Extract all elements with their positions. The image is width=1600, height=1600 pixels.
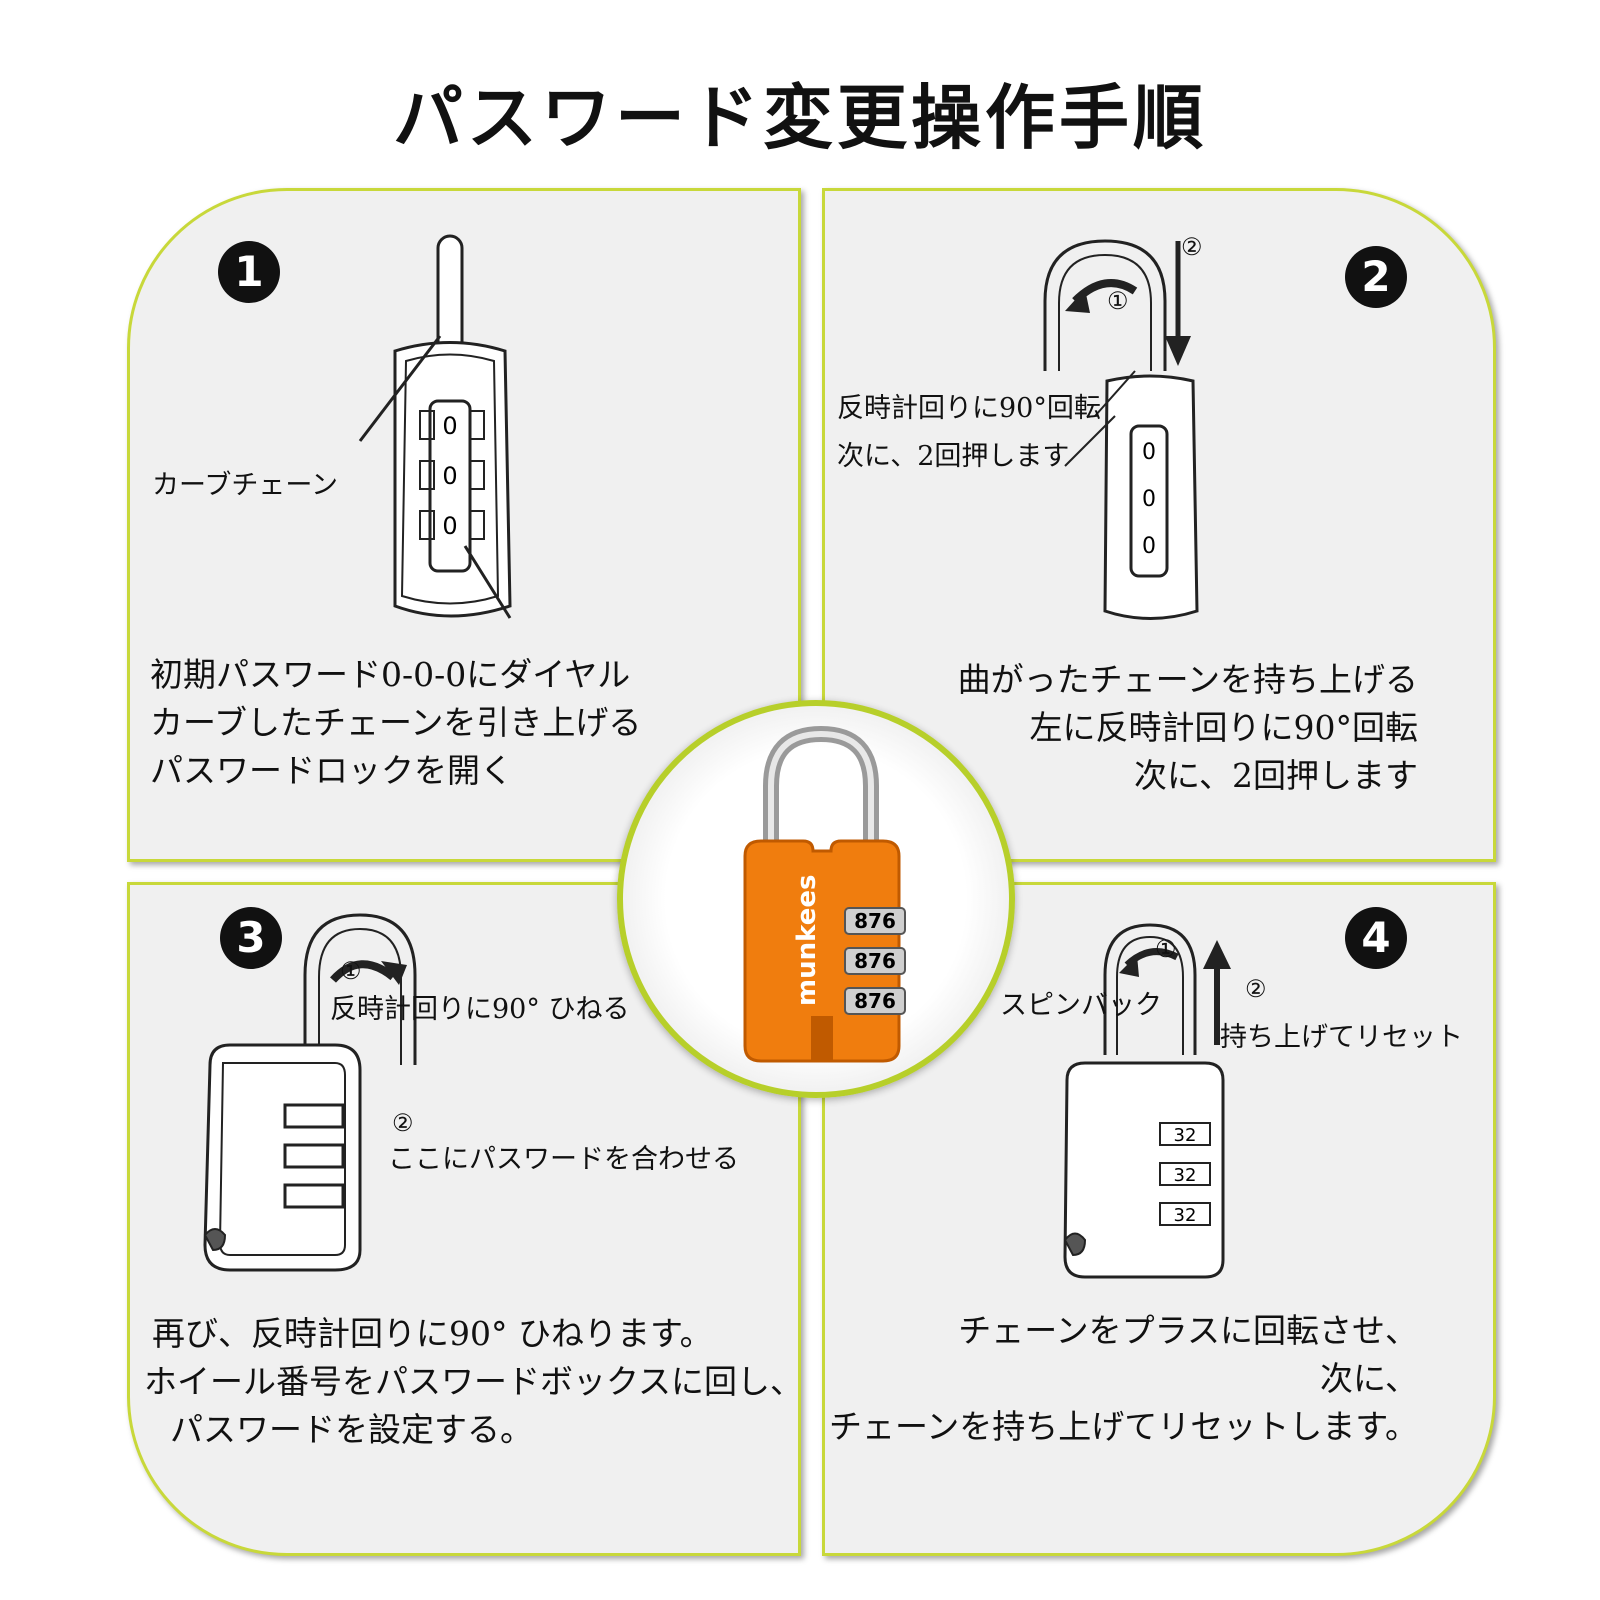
step-2-line-3: 次に、2回押します [1133,756,1418,795]
step-4-line-1: チェーンをプラスに回転させ、 [958,1311,1418,1350]
product-dial-2: 876 [854,949,896,973]
dial-2: 0 [1142,487,1156,512]
press-label: 次に、2回押します [837,441,1070,472]
dial-3: 0 [1142,534,1156,559]
step-3-panel: 3 ① 反時計回りに90° ひねる ② ここにパスワードを合わせる 再び、反時計… [127,882,804,1556]
spin-label: スピンバック [1000,990,1162,1021]
align-label: ここにパスワードを合わせる [388,1144,739,1175]
orange-padlock-image: 876 876 876 munkees [743,725,906,1063]
step-1-line-3: パスワードロックを開く [150,751,513,790]
vertical-lock-opened-illustration: 0 0 0 [1043,239,1199,620]
marker-1: ① [340,957,362,985]
dial-1: 0 [1142,440,1156,465]
step-3-number: 3 [220,907,282,969]
twist-label: 反時計回りに90° ひねる [330,994,630,1025]
product-dial-3: 876 [854,989,896,1013]
step-3-line-2: ホイール番号をパスワードボックスに回し、 [144,1362,804,1401]
step-4-line-2: 次に、 [1319,1359,1418,1398]
step-1-number: 1 [218,241,280,303]
brand-logo: munkees [792,875,822,1006]
step-2-line-1: 曲がったチェーンを持ち上げる [957,660,1418,699]
product-dial-1: 876 [854,909,896,933]
marker-2: ② [1245,975,1267,1003]
dial-1: 32 [1174,1125,1197,1146]
step-3-line-1: 再び、反時計回りに90° ひねります。 [152,1314,713,1353]
padlock-reset-illustration: 32 32 32 [1063,923,1231,1279]
dial-2: 0 [442,462,457,490]
dial-3: 32 [1174,1205,1197,1226]
step-3-line-3: パスワードを設定する。 [170,1410,533,1449]
step-1-line-2: カーブしたチェーンを引き上げる [150,703,642,742]
rotate-label: 反時計回りに90°回転 [837,393,1101,424]
dial-2: 32 [1174,1165,1197,1186]
marker-1: ① [1155,935,1177,963]
dial-1: 0 [442,412,457,440]
vertical-lock-illustration: 0 0 0 [358,234,512,619]
chain-label: カーブチェーン [152,470,339,501]
step-1-line-1: 初期パスワード0-0-0にダイヤル [150,655,631,694]
step-2-line-2: 左に反時計回りに90°回転 [1029,708,1419,747]
step-4-number: 4 [1345,907,1407,969]
step-4-line-3: チェーンを持ち上げてリセットします。 [828,1407,1418,1446]
step-1-panel: 1 0 0 0 カーブチェーン 初期パスワード0-0-0にダイヤル カーブしたチ… [127,188,801,862]
product-photo-circle: 876 876 876 munkees [617,700,1015,1098]
padlock-twist-illustration [203,913,417,1272]
step-2-number: 2 [1345,246,1407,308]
page-title: パスワード変更操作手順 [393,76,1207,159]
marker-2: ② [1181,233,1203,261]
marker-1: ① [1107,287,1129,315]
lift-label: 持ち上げてリセット [1220,1022,1463,1053]
dial-3: 0 [442,512,457,540]
marker-2: ② [392,1109,414,1137]
